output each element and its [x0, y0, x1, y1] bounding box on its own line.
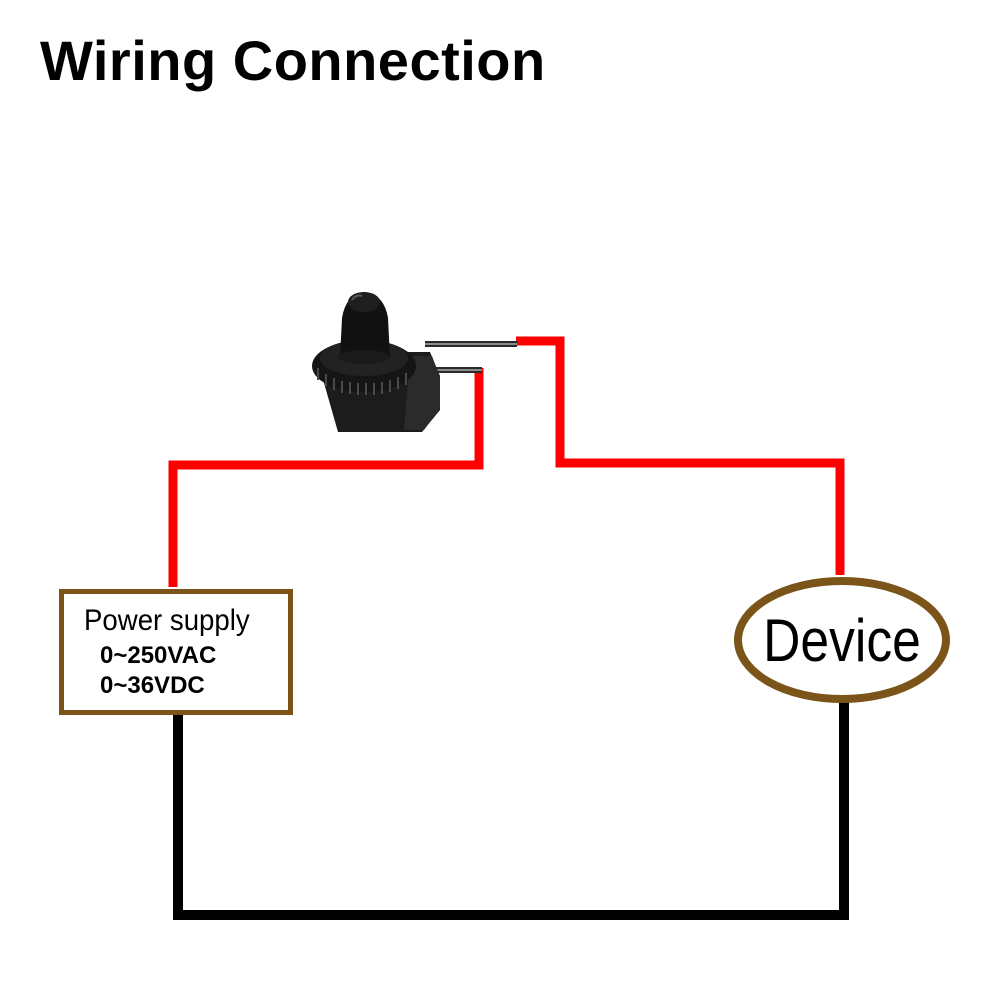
device-ellipse [734, 577, 950, 703]
return-wire [173, 700, 849, 920]
live-wire-supply-to-switch [168, 368, 484, 587]
push-button-switch-icon [312, 292, 517, 432]
device-label: Device [763, 607, 921, 674]
live-wire-switch-to-device [516, 336, 845, 575]
power-supply-dc-rating: 0~36VDC [100, 672, 205, 699]
page-title: Wiring Connection [40, 29, 546, 92]
power-supply-ac-rating: 0~250VAC [100, 642, 217, 669]
power-supply-label: Power supply [84, 604, 250, 637]
power-supply-box: Power supply 0~250VAC 0~36VDC [59, 589, 293, 715]
